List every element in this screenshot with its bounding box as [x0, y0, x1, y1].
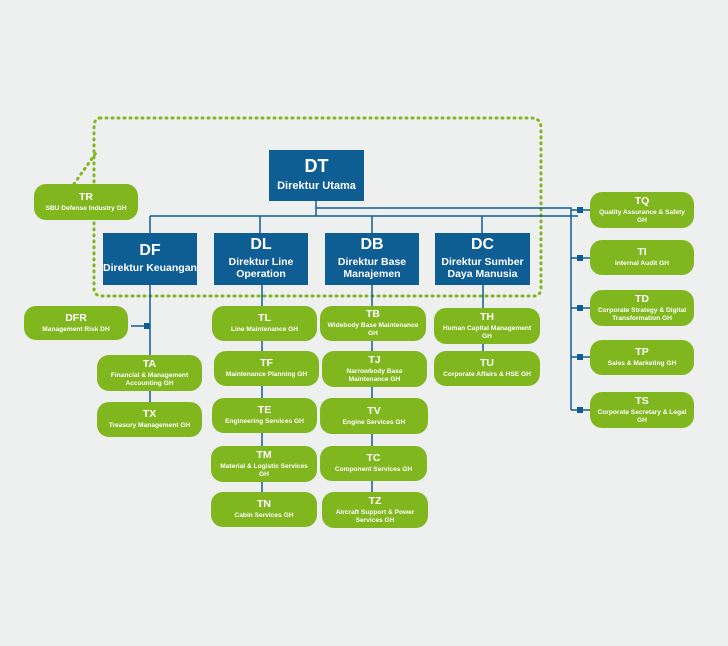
- node-db-code: DB: [360, 236, 384, 253]
- node-ti-name: Internal Audit GH: [615, 260, 669, 268]
- node-tp-name: Sales & Marketing GH: [607, 360, 677, 368]
- node-df-name: Direktur Keuangan: [103, 262, 197, 275]
- node-dt-code: DT: [304, 156, 329, 177]
- node-tz-name: Aircraft Support & Power Services GH: [335, 508, 415, 524]
- board-of-directors-outline: [92, 116, 543, 298]
- end-marker-dfr: [144, 323, 150, 329]
- node-dc-name: Direktur Sumber Daya Manusia: [441, 255, 524, 281]
- node-tr-name: SBU Defense Industry GH: [45, 204, 127, 212]
- node-tb-name: Widebody Base Maintenance GH: [327, 322, 419, 337]
- node-tx-code: TX: [142, 408, 157, 421]
- node-dl-code: DL: [250, 236, 272, 253]
- df-branch-line: [131, 284, 151, 421]
- node-tr-code: TR: [79, 190, 93, 203]
- end-marker-ti: [577, 255, 583, 261]
- node-th: TH Human Capital Management GH: [434, 308, 540, 344]
- dt-to-directors-line: [149, 200, 578, 233]
- node-dfr-name: Management Risk DH: [42, 325, 110, 333]
- node-ts-name: Corporate Secretary & Legal GH: [597, 408, 687, 424]
- connector-end-markers: [144, 207, 583, 413]
- node-dl-name: Direktur Line Operation: [228, 255, 294, 281]
- node-tf-code: TF: [260, 357, 273, 370]
- node-tq: TQ Quality Assurance & Safety GH: [590, 192, 694, 228]
- node-tx-name: Treasury Management GH: [108, 422, 191, 430]
- node-te-code: TE: [257, 404, 272, 417]
- node-tn-code: TN: [257, 498, 271, 511]
- node-tr: TR SBU Defense Industry GH: [34, 184, 138, 220]
- node-tn: TN Cabin Services GH: [211, 492, 317, 527]
- node-tq-name: Quality Assurance & Safety GH: [599, 208, 685, 224]
- node-dt-name: Direktur Utama: [277, 180, 356, 193]
- node-tu-name: Corporate Affairs & HSE GH: [443, 371, 531, 379]
- node-tv-code: TV: [367, 404, 381, 417]
- node-tc: TC Component Services GH: [320, 446, 427, 481]
- node-tl: TL Line Maintenance GH: [212, 306, 317, 341]
- node-tm-name: Material & Logistic Services GH: [220, 462, 308, 478]
- node-db-name: Direktur Base Manajemen: [337, 255, 407, 281]
- node-dc-code: DC: [470, 236, 495, 253]
- node-df-code: DF: [139, 242, 161, 260]
- node-tj-name: Narrowbody Base Maintenance GH: [346, 367, 403, 383]
- node-ts-code: TS: [635, 394, 649, 407]
- node-ta: TA Financial & Management Accounting GH: [97, 355, 202, 391]
- node-td-code: TD: [635, 292, 649, 305]
- node-tn-name: Cabin Services GH: [234, 512, 294, 520]
- node-dt: DT Direktur Utama: [269, 150, 364, 201]
- node-dl: DL Direktur Line Operation: [214, 233, 308, 285]
- node-tm-code: TM: [256, 448, 272, 461]
- node-tf-name: Maintenance Planning GH: [225, 371, 308, 379]
- node-ti: TI Internal Audit GH: [590, 240, 694, 275]
- node-ta-name: Financial & Management Accounting GH: [110, 371, 189, 387]
- node-tb-code: TB: [366, 308, 380, 321]
- node-tp-code: TP: [635, 346, 649, 359]
- node-ti-code: TI: [637, 246, 647, 259]
- end-marker-tq: [577, 207, 583, 213]
- node-te: TE Engineering Services GH: [212, 398, 317, 433]
- node-tp: TP Sales & Marketing GH: [590, 340, 694, 375]
- node-tf: TF Maintenance Planning GH: [214, 351, 319, 386]
- node-tl-code: TL: [258, 312, 271, 325]
- node-tz: TZ Aircraft Support & Power Services GH: [322, 492, 428, 528]
- node-dfr-code: DFR: [65, 311, 87, 324]
- node-dc: DC Direktur Sumber Daya Manusia: [435, 233, 530, 285]
- node-tz-code: TZ: [368, 494, 382, 507]
- node-tj-code: TJ: [368, 353, 381, 366]
- node-te-name: Engineering Services GH: [225, 418, 304, 426]
- node-tu: TU Corporate Affairs & HSE GH: [434, 351, 540, 386]
- node-tq-code: TQ: [634, 194, 650, 207]
- node-td: TD Corporate Strategy & Digital Transfor…: [590, 290, 694, 326]
- node-ta-code: TA: [142, 357, 157, 370]
- node-ts: TS Corporate Secretary & Legal GH: [590, 392, 694, 428]
- node-tx: TX Treasury Management GH: [97, 402, 202, 437]
- node-tl-name: Line Maintenance GH: [230, 326, 299, 334]
- end-marker-tp: [577, 354, 583, 360]
- node-tj: TJ Narrowbody Base Maintenance GH: [322, 351, 427, 387]
- node-tm: TM Material & Logistic Services GH: [211, 446, 317, 482]
- tr-dotted-link: [72, 148, 100, 186]
- node-df: DF Direktur Keuangan: [103, 233, 197, 285]
- node-tc-name: Component Services GH: [334, 466, 413, 474]
- node-tv: TV Engine Services GH: [320, 398, 428, 434]
- end-marker-td: [577, 305, 583, 311]
- node-tv-name: Engine Services GH: [342, 418, 406, 426]
- node-tc-code: TC: [366, 452, 381, 465]
- node-db: DB Direktur Base Manajemen: [325, 233, 419, 285]
- node-tu-code: TU: [480, 357, 494, 370]
- node-tb: TB Widebody Base Maintenance GH: [320, 306, 426, 341]
- end-marker-ts: [577, 407, 583, 413]
- node-dfr: DFR Management Risk DH: [24, 306, 128, 340]
- node-th-name: Human Capital Management GH: [442, 324, 532, 340]
- node-td-name: Corporate Strategy & Digital Transformat…: [597, 306, 687, 322]
- node-th-code: TH: [480, 310, 494, 323]
- right-staff-line: [316, 207, 572, 410]
